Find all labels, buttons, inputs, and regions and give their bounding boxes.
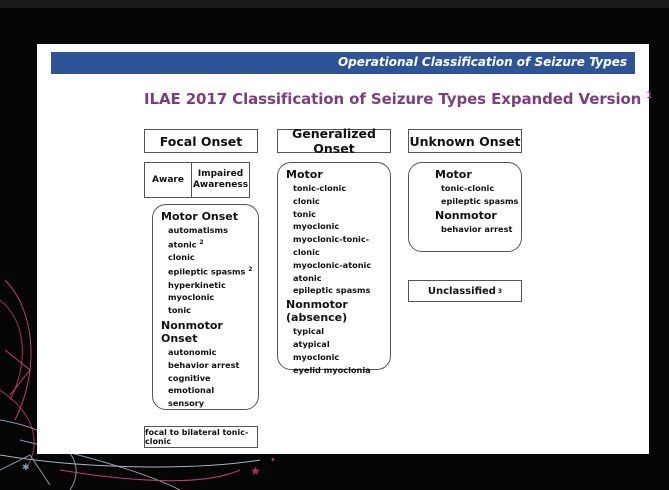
awareness-box: Aware Impaired Awareness xyxy=(144,162,250,198)
list-item: automatisms xyxy=(168,225,228,235)
list-item: tonic-clonic xyxy=(441,183,495,193)
list-item: behavior arrest xyxy=(441,223,513,234)
list-item: typical xyxy=(293,326,325,337)
list-item: sensory xyxy=(168,398,205,409)
window-top-border xyxy=(0,0,669,8)
list-item: myoclonic xyxy=(293,221,340,232)
list-item: myoclonic xyxy=(293,351,340,362)
header-bar: Operational Classification of Seizure Ty… xyxy=(51,52,635,74)
aware-label: Aware xyxy=(145,163,192,197)
slide-title: ILAE 2017 Classification of Seizure Type… xyxy=(144,90,653,108)
motor-onset-heading: Motor Onset xyxy=(161,210,239,223)
list-item: epileptic spasms 2 xyxy=(168,266,253,277)
list-item: atypical xyxy=(293,338,330,349)
nonmotor-onset-list: autonomic behavior arrest cognitive emot… xyxy=(161,346,258,410)
unknown-nonmotor-heading: Nonmotor xyxy=(435,208,497,222)
unclassified-label: Unclassified xyxy=(427,285,496,297)
unknown-motor-heading: Motor xyxy=(435,168,472,181)
focal-to-bilateral-label: focal to bilateral tonic-clonic xyxy=(145,428,249,446)
list-item: epileptic spasms xyxy=(441,195,519,206)
unknown-nonmotor-list: behavior arrest xyxy=(435,223,521,236)
list-item: hyperkinetic xyxy=(168,279,226,290)
list-item: myoclonic-atonic xyxy=(293,259,372,270)
unknown-onset-heading: Unknown Onset xyxy=(408,129,522,153)
generalized-nonmotor-heading: Nonmotor (absence) xyxy=(286,298,348,325)
svg-text:✦: ✦ xyxy=(270,456,276,464)
generalized-motor-heading: Motor xyxy=(286,168,323,181)
generalized-motor-list: tonic-clonic clonic tonic myoclonic myoc… xyxy=(286,182,390,297)
focal-details-box: Motor Onset automatisms atonic 2 clonic … xyxy=(152,204,259,410)
list-item: clonic xyxy=(168,252,195,263)
nonmotor-onset-heading: Nonmotor Onset xyxy=(161,319,223,346)
title-footnote: 1 xyxy=(646,91,653,101)
list-item: epileptic spasms xyxy=(293,285,371,296)
list-item: behavior arrest xyxy=(168,359,240,370)
svg-text:✱: ✱ xyxy=(22,463,30,473)
list-item: tonic xyxy=(293,208,317,219)
list-item: eyelid myoclonia xyxy=(293,364,371,375)
focal-to-bilateral-box: focal to bilateral tonic-clonic xyxy=(144,426,258,448)
impaired-awareness-label: Impaired Awareness xyxy=(192,169,249,190)
unknown-details-box: Motor tonic-clonic epileptic spasms Nonm… xyxy=(408,162,522,252)
unknown-motor-list: tonic-clonic epileptic spasms xyxy=(435,182,521,208)
list-item: autonomic xyxy=(168,347,217,358)
title-text: ILAE 2017 Classification of Seizure Type… xyxy=(144,90,642,108)
svg-text:★: ★ xyxy=(250,464,261,478)
header-title: Operational Classification of Seizure Ty… xyxy=(337,55,627,69)
unknown-onset-label: Unknown Onset xyxy=(409,133,521,149)
list-item: myoclonic-tonic-clonic xyxy=(293,234,370,257)
list-item: clonic xyxy=(293,195,320,206)
list-item: emotional xyxy=(168,385,215,396)
unclassified-box: Unclassified 3 xyxy=(408,280,522,302)
generalized-details-box: Motor tonic-clonic clonic tonic myocloni… xyxy=(277,162,391,375)
focal-onset-heading: Focal Onset xyxy=(144,129,258,153)
list-item: myoclonic xyxy=(168,292,215,303)
slide: Operational Classification of Seizure Ty… xyxy=(37,44,653,454)
list-item: cognitive xyxy=(168,372,211,383)
generalized-onset-label: Generalized Onset xyxy=(292,126,376,156)
focal-onset-label: Focal Onset xyxy=(159,133,243,149)
unclassified-footnote: 3 xyxy=(497,287,503,295)
list-item: atonic xyxy=(293,272,322,283)
generalized-nonmotor-list: typical atypical myoclonic eyelid myoclo… xyxy=(286,325,390,376)
list-item: atonic 2 xyxy=(168,238,204,250)
motor-onset-list: automatisms atonic 2 clonic epileptic sp… xyxy=(161,224,258,317)
list-item: tonic xyxy=(168,305,192,316)
generalized-onset-heading: Generalized Onset xyxy=(277,126,391,156)
list-item: tonic-clonic xyxy=(293,183,347,193)
